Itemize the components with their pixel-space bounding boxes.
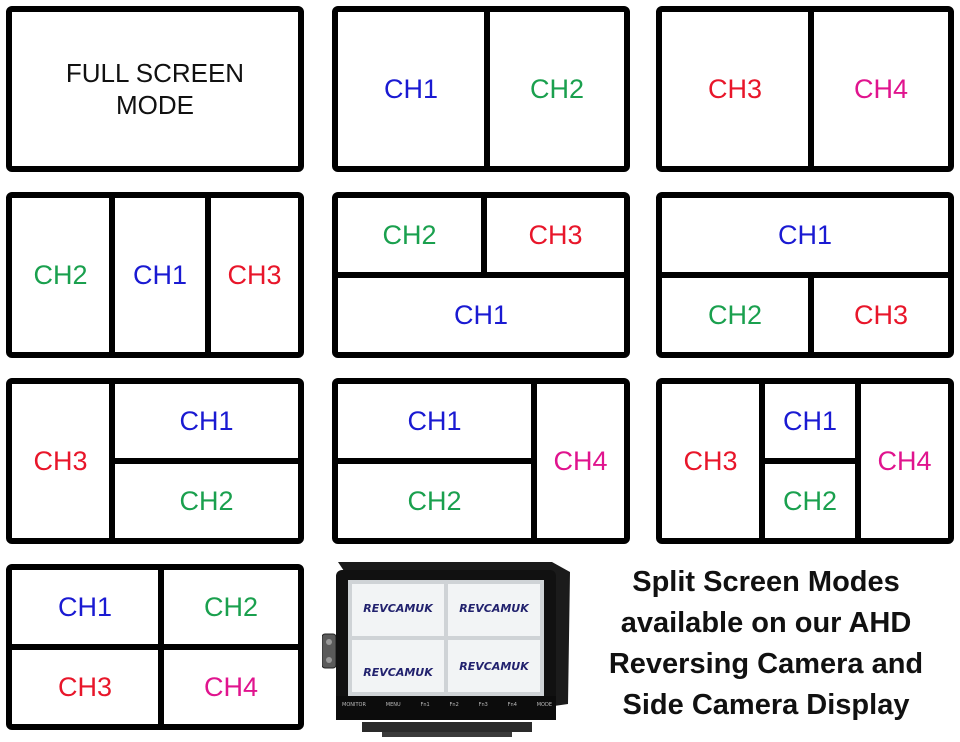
layout-full-screen: FULL SCREEN MODE	[6, 6, 304, 172]
monitor-icon	[322, 556, 572, 737]
channel-label-ch2: CH2	[490, 12, 624, 166]
channel-label-ch4: CH4	[814, 12, 948, 166]
channel-label-ch1: CH1	[115, 198, 205, 352]
monitor-button-label: MONITOR	[342, 702, 366, 708]
channel-label-ch3: CH3	[814, 278, 948, 352]
caption-line1: Split Screen Modes	[580, 562, 952, 603]
layout-two-top-one-bottom: CH2 CH3 CH1	[332, 192, 630, 358]
layout-one-top-two-bottom: CH1 CH2 CH3	[656, 192, 954, 358]
layout-split-ch3-ch4: CH3 CH4	[656, 6, 954, 172]
monitor-button-label: Fn2	[450, 702, 459, 708]
channel-label-ch4: CH4	[537, 384, 624, 538]
caption-line3: Reversing Camera and	[580, 644, 952, 685]
caption-line2: available on our AHD	[580, 603, 952, 644]
channel-label-ch1: CH1	[765, 384, 855, 458]
channel-label-ch3: CH3	[662, 12, 808, 166]
layout-triple-vertical: CH2 CH1 CH3	[6, 192, 304, 358]
full-screen-label: FULL SCREEN MODE	[12, 12, 298, 166]
brand-label: REVCAMUK	[452, 660, 536, 673]
channel-label-ch4: CH4	[861, 384, 948, 538]
channel-label-ch3: CH3	[12, 650, 158, 724]
monitor-image: REVCAMUK REVCAMUK REVCAMUK REVCAMUK MONI…	[322, 556, 572, 737]
channel-label-ch2: CH2	[662, 278, 808, 352]
full-screen-line2: MODE	[116, 89, 194, 122]
monitor-button-label: Fn1	[420, 702, 429, 708]
channel-label-ch1: CH1	[338, 384, 531, 458]
channel-label-ch2: CH2	[12, 198, 109, 352]
monitor-button-label: MODE	[537, 702, 552, 708]
caption-line4: Side Camera Display	[580, 685, 952, 726]
brand-label: REVCAMUK	[356, 602, 440, 615]
monitor-button-label: MENU	[386, 702, 401, 708]
brand-label: REVCAMUK	[452, 602, 536, 615]
channel-label-ch2: CH2	[765, 464, 855, 538]
channel-label-ch1: CH1	[12, 570, 158, 644]
channel-label-ch2: CH2	[338, 464, 531, 538]
layout-ch3-center-stack-ch4: CH3 CH1 CH2 CH4	[656, 378, 954, 544]
channel-label-ch1: CH1	[338, 12, 484, 166]
caption: Split Screen Modes available on our AHD …	[580, 562, 952, 726]
channel-label-ch3: CH3	[12, 384, 109, 538]
layout-split-ch1-ch2: CH1 CH2	[332, 6, 630, 172]
channel-label-ch2: CH2	[115, 464, 298, 538]
channel-label-ch2: CH2	[164, 570, 298, 644]
channel-label-ch3: CH3	[662, 384, 759, 538]
monitor-button-label: Fn3	[479, 702, 488, 708]
channel-label-ch1: CH1	[338, 278, 624, 352]
channel-label-ch3: CH3	[487, 198, 624, 272]
channel-label-ch4: CH4	[164, 650, 298, 724]
brand-label: REVCAMUK	[356, 666, 440, 679]
monitor-button-label: Fn4	[508, 702, 517, 708]
layout-left-stack-right-ch4: CH1 CH2 CH4	[332, 378, 630, 544]
channel-label-ch3: CH3	[211, 198, 298, 352]
layout-quad: CH1 CH2 CH3 CH4	[6, 564, 304, 730]
channel-label-ch1: CH1	[115, 384, 298, 458]
monitor-button-row: MONITOR MENU Fn1 Fn2 Fn3 Fn4 MODE	[342, 702, 552, 708]
channel-label-ch2: CH2	[338, 198, 481, 272]
channel-label-ch1: CH1	[662, 198, 948, 272]
full-screen-line1: FULL SCREEN	[66, 57, 244, 90]
layout-left-ch3-right-stack: CH3 CH1 CH2	[6, 378, 304, 544]
